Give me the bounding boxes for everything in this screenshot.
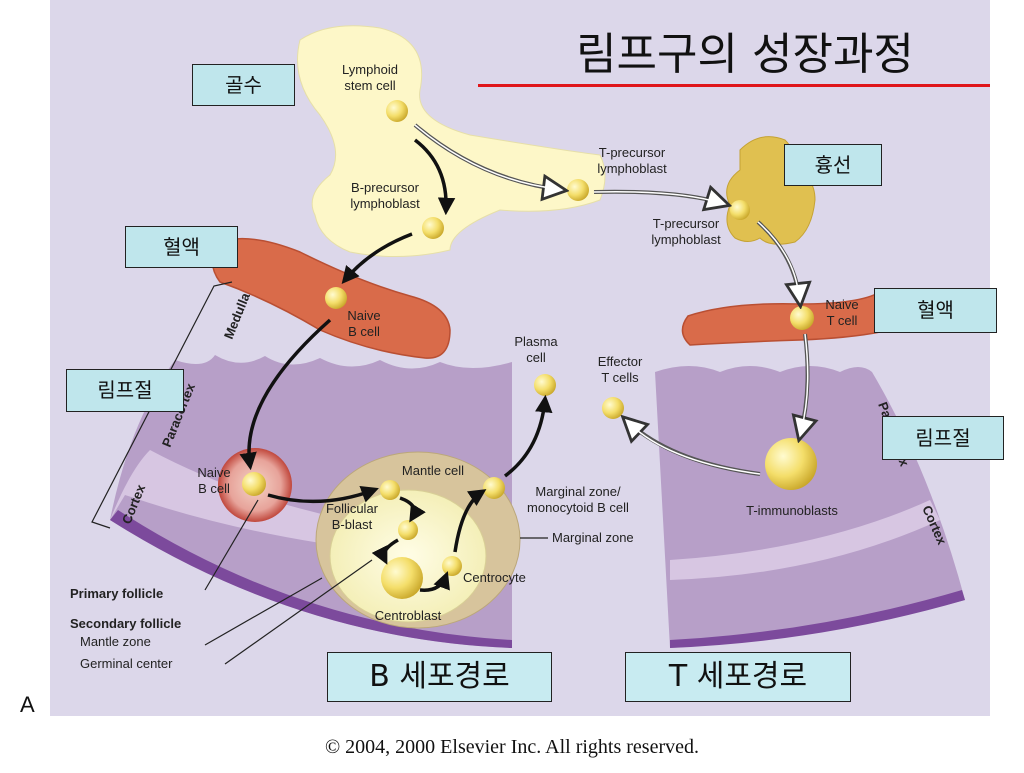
panel-letter: A <box>20 692 35 717</box>
arrow-primary-to-mantle <box>267 486 379 504</box>
follicular-label-1: Follicular <box>326 501 379 516</box>
marginal-b-label-2: monocytoid B cell <box>527 500 629 515</box>
germinal-center-label: Germinal center <box>80 656 173 671</box>
arrow-marginal-to-plasma <box>503 394 553 478</box>
lymphoid-stem-label-1: Lymphoid <box>342 62 398 77</box>
effector-label-1: Effector <box>598 354 643 369</box>
tag-blood-left: 혈액 <box>125 226 238 268</box>
tag-lymph-node-right: 림프절 <box>882 416 1004 460</box>
bone-marrow-region <box>297 25 606 258</box>
naive-b-node-label-1: Naive <box>197 465 230 480</box>
germinal-center-line <box>224 559 373 665</box>
tag-bone-marrow: 골수 <box>192 64 295 106</box>
t-pathway-box: T 세포경로 <box>625 652 851 702</box>
arrow-mantle-to-blast <box>399 496 426 523</box>
centroblast-label: Centroblast <box>375 608 442 623</box>
naive-t-label-2: T cell <box>827 313 858 328</box>
naive-b-blood-label-2: B cell <box>348 324 380 339</box>
centrocyte-cell <box>442 556 462 576</box>
t-immunoblast-cell <box>765 438 817 490</box>
primary-follicle-line <box>204 499 259 591</box>
title-underline <box>478 84 990 87</box>
marginal-b-label-1: Marginal zone/ <box>535 484 621 499</box>
arrow-stem-to-bprecursor <box>413 138 456 216</box>
arrow-bprecursor-to-blood <box>341 232 413 285</box>
effector-label-2: T cells <box>601 370 639 385</box>
t-precursor-label-a2: lymphoblast <box>597 161 667 176</box>
cells <box>242 100 817 599</box>
t-precursor-cell-thymus <box>730 200 750 220</box>
blood-vessel-right <box>681 290 881 346</box>
cortex-band-light-right <box>670 500 940 580</box>
mantle-cell <box>380 480 400 500</box>
b-pathway-box: B 세포경로 <box>327 652 552 702</box>
centrocyte-label: Centrocyte <box>463 570 526 585</box>
arrow-centrocyte-to-marginal <box>453 489 487 553</box>
lymphoid-stem-label-2: stem cell <box>344 78 395 93</box>
effector-t-cell <box>602 397 624 419</box>
b-precursor-cell <box>422 217 444 239</box>
b-precursor-label-1: B-precursor <box>351 180 420 195</box>
t-precursor-label-b2: lymphoblast <box>651 232 721 247</box>
primary-follicle-label: Primary follicle <box>70 586 163 601</box>
naive-t-label-1: Naive <box>825 297 858 312</box>
t-immunoblasts-label: T-immunoblasts <box>746 503 838 518</box>
plasma-label-2: cell <box>526 350 546 365</box>
b-path-arrows <box>239 138 553 592</box>
mantle-zone-line <box>204 577 323 646</box>
tag-blood-right: 혈액 <box>874 288 997 333</box>
t-precursor-label-b1: T-precursor <box>653 216 720 231</box>
arrow-blood-to-node <box>239 318 332 471</box>
follicular-b-blast <box>398 520 418 540</box>
naive-t-cell-blood <box>790 306 814 330</box>
plasma-cell <box>534 374 556 396</box>
centroblast-cell <box>381 557 423 599</box>
marginal-zone-label: Marginal zone <box>552 530 634 545</box>
cortex-edge-right <box>670 590 965 648</box>
t-precursor-label-a1: T-precursor <box>599 145 666 160</box>
mantle-cell-label: Mantle cell <box>402 463 464 478</box>
naive-b-node-label-2: B cell <box>198 481 230 496</box>
naive-b-cell-node <box>242 472 266 496</box>
arrow-blast-to-centroblast <box>371 538 399 565</box>
copyright-text: © 2004, 2000 Elsevier Inc. All rights re… <box>324 736 699 758</box>
follicular-label-2: B-blast <box>332 517 373 532</box>
lymphoid-stem-cell <box>386 100 408 122</box>
page-title: 림프구의 성장과정 <box>576 29 914 80</box>
t-path-arrow-fill <box>414 124 809 475</box>
naive-b-blood-label-1: Naive <box>347 308 380 323</box>
naive-b-cell-blood <box>325 287 347 309</box>
arrow-centroblast-to-centrocyte <box>419 571 450 592</box>
tag-thymus: 흉선 <box>784 144 882 186</box>
secondary-follicle-label: Secondary follicle <box>70 616 181 631</box>
plasma-label-1: Plasma <box>514 334 558 349</box>
mantle-zone-label: Mantle zone <box>80 634 151 649</box>
tag-lymph-node-left: 림프절 <box>66 369 184 412</box>
marginal-zone-b-cell <box>483 477 505 499</box>
t-precursor-cell-marrow <box>567 179 589 201</box>
b-precursor-label-2: lymphoblast <box>350 196 420 211</box>
